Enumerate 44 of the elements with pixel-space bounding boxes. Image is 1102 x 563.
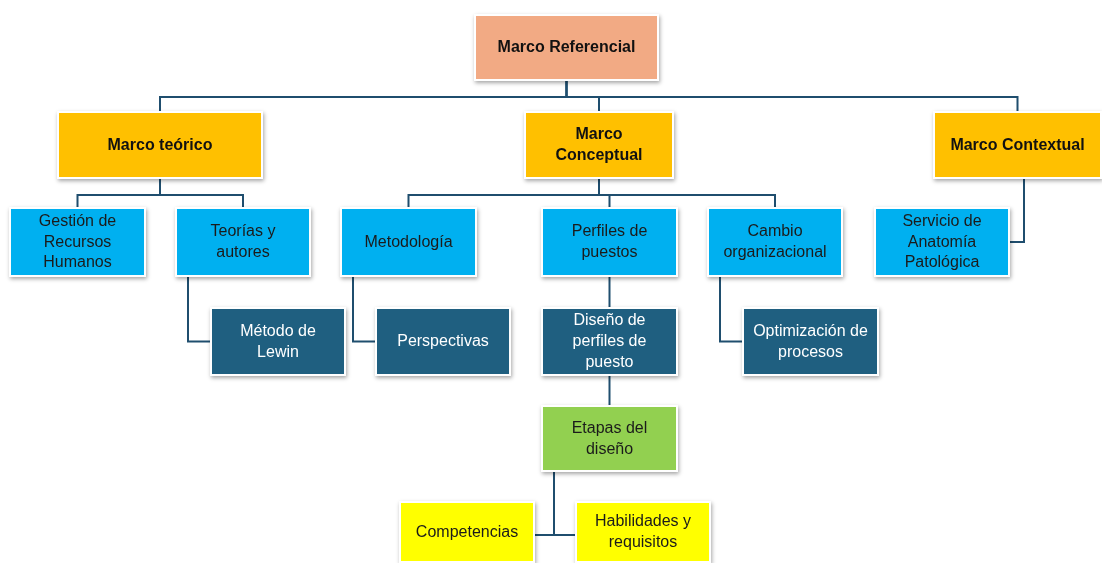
org-box [933,111,1102,179]
box-label: Perspectivas [397,331,489,352]
connector-line [598,178,776,208]
connector-line [159,178,244,208]
connector-line [1009,178,1025,243]
org-box [375,307,511,376]
org-box [874,207,1010,277]
box-label: Marco Contextual [950,134,1085,155]
box-label: Diseño de perfiles de puesto [571,310,648,372]
connector-line [553,471,576,536]
box-label: Gestión de Recursos Humanos [37,210,118,273]
org-box [474,14,659,81]
box-label: Metodología [364,231,453,252]
box-label: Teorías y autores [209,221,277,262]
connector-line [608,375,611,406]
box-label: Marco teórico [107,134,213,155]
connector-line [187,276,211,343]
org-box [541,405,678,472]
connector-line [352,276,376,343]
box-label: Servicio de Anatomía Patológica [901,210,983,273]
box-label: Marco Conceptual [554,124,644,165]
connector-line [565,80,1019,112]
box-label: Optimización de procesos [752,320,869,362]
org-box [541,307,678,376]
org-box [9,207,146,277]
box-label: Etapas del diseño [570,417,649,459]
org-box [575,501,711,563]
box-label: Habilidades y requisitos [593,511,693,552]
org-box [175,207,311,277]
org-box [340,207,477,277]
org-box [541,207,678,277]
connector-line [608,276,611,308]
box-label: Marco Referencial [497,37,636,58]
box-label: Método de Lewin [239,320,317,362]
org-box [210,307,346,376]
org-box [524,111,674,179]
box-label: Cambio organizacional [722,221,828,262]
org-box [399,501,535,563]
org-box [707,207,843,277]
org-box [57,111,263,179]
connector-line [719,276,743,343]
box-label: Competencias [415,521,519,542]
box-label: Perfiles de puestos [570,221,649,262]
org-box [742,307,879,376]
